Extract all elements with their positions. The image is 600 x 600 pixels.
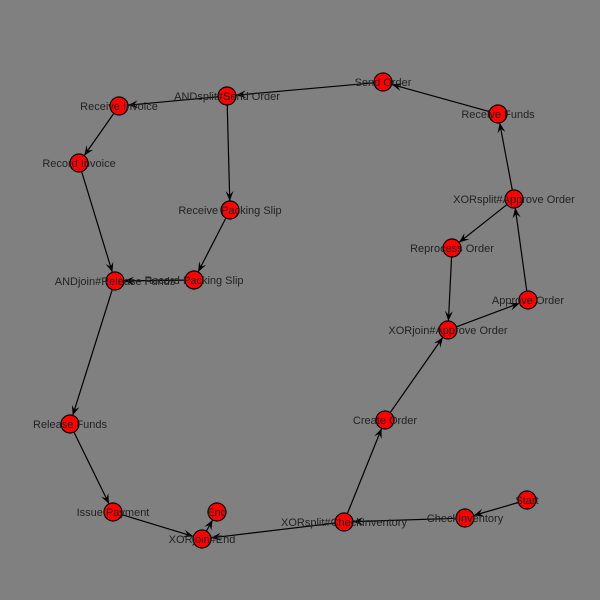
edge-start-to-check_inventory: [473, 501, 519, 517]
arrowhead-start-to-check_inventory: [473, 508, 485, 517]
edge-record_invoice-to-andjoin_release: [81, 171, 113, 273]
node-create-order[interactable]: [375, 410, 395, 430]
edge-issue_payment-to-xorjoin_end: [121, 514, 194, 537]
nodes-layer: [60, 72, 538, 549]
node-andjoin-release[interactable]: [105, 271, 125, 291]
node-record-invoice[interactable]: [69, 153, 89, 173]
node-label-approve-order: Approve Order: [492, 295, 564, 307]
edge-xorsplit_check-to-xorjoin_end: [210, 522, 336, 539]
node-andsplit-send[interactable]: [217, 86, 237, 106]
arrowhead-receive_packing-to-record_packing: [198, 261, 207, 272]
arrowhead-check_inventory-to-xorsplit_check: [353, 517, 364, 526]
node-start[interactable]: [517, 490, 537, 510]
node-label-start: Start: [515, 495, 538, 507]
arrowhead-andjoin_release-to-release_funds: [71, 404, 80, 416]
edge-xorjoin_approve-to-approve_order: [456, 302, 520, 328]
node-label-release-funds: Release Funds: [33, 419, 107, 431]
node-label-record-packing: Record Packing Slip: [144, 275, 243, 287]
node-xorsplit-approve[interactable]: [504, 189, 524, 209]
arrowhead-xorjoin_end-to-end: [204, 519, 213, 531]
node-label-receive-packing: Receive Packing Slip: [178, 205, 281, 217]
edge-release_funds-to-issue_payment: [73, 431, 110, 505]
edge-xorsplit_check-to-create_order: [346, 428, 383, 514]
node-receive-funds[interactable]: [488, 104, 508, 124]
node-send-order[interactable]: [373, 72, 393, 92]
arrowhead-receive_funds-to-send_order: [391, 83, 403, 91]
arrowhead-xorsplit_approve-to-reprocess_order: [459, 233, 470, 243]
edge-receive_funds-to-send_order: [391, 83, 490, 113]
arrowhead-approve_order-to-xorsplit_approve: [512, 207, 521, 219]
edge-reprocess_order-to-xorjoin_approve: [447, 256, 453, 322]
node-label-receive-invoice: Receive Invoice: [80, 101, 158, 113]
edge-andsplit_send-to-receive_packing: [226, 104, 231, 202]
node-label-check-inventory: CheckInventory: [427, 513, 504, 525]
arrowhead-record_packing-to-andjoin_release: [124, 276, 134, 285]
node-label-send-order: Send Order: [355, 77, 412, 89]
node-release-funds[interactable]: [60, 414, 80, 434]
arrowhead-andsplit_send-to-receive_invoice: [128, 100, 139, 109]
arrowhead-xorjoin_approve-to-approve_order: [508, 302, 520, 311]
arrowhead-xorsplit_check-to-create_order: [374, 428, 382, 440]
node-label-create-order: Create Order: [353, 415, 418, 427]
arrowhead-issue_payment-to-xorjoin_end: [182, 529, 194, 538]
node-label-andjoin-release: ANDjoin#Release Funds: [55, 276, 176, 288]
arrowhead-release_funds-to-issue_payment: [101, 493, 109, 504]
node-label-end: End: [207, 507, 227, 519]
edges-layer: [71, 82, 528, 541]
node-approve-order[interactable]: [518, 290, 538, 310]
node-xorjoin-end[interactable]: [192, 529, 212, 549]
edge-xorsplit_approve-to-receive_funds: [499, 122, 513, 191]
node-record-packing[interactable]: [184, 270, 204, 290]
node-check-inventory[interactable]: [455, 508, 475, 528]
edge-xorsplit_approve-to-reprocess_order: [458, 204, 508, 243]
edge-andjoin_release-to-release_funds: [72, 289, 113, 416]
node-issue-payment[interactable]: [103, 502, 123, 522]
edge-send_order-to-andsplit_send: [235, 82, 375, 96]
node-label-reprocess-order: Reprocess Order: [410, 243, 494, 255]
node-reprocess-order[interactable]: [442, 238, 462, 258]
arrowhead-record_invoice-to-andjoin_release: [105, 261, 114, 273]
arrowhead-andsplit_send-to-receive_packing: [225, 190, 234, 201]
node-label-receive-funds: Receive Funds: [461, 109, 535, 121]
node-end[interactable]: [207, 502, 227, 522]
node-xorsplit-check[interactable]: [334, 512, 354, 532]
edge-create_order-to-xorjoin_approve: [389, 337, 444, 413]
edge-andsplit_send-to-receive_invoice: [127, 96, 219, 106]
arrowhead-xorsplit_approve-to-receive_funds: [497, 122, 506, 134]
node-label-issue-payment: Issue Payment: [77, 507, 150, 519]
node-label-xorjoin-approve: XORjoin#Approve Order: [388, 325, 508, 337]
arrowhead-create_order-to-xorjoin_approve: [433, 337, 443, 348]
arrowhead-reprocess_order-to-xorjoin_approve: [444, 310, 453, 321]
edge-receive_invoice-to-record_invoice: [83, 113, 115, 156]
arrowhead-receive_invoice-to-record_invoice: [84, 145, 94, 156]
edge-approve_order-to-xorsplit_approve: [514, 207, 528, 292]
node-receive-invoice[interactable]: [109, 96, 129, 116]
node-xorjoin-approve[interactable]: [438, 320, 458, 340]
edge-record_packing-to-andjoin_release: [123, 279, 186, 282]
arrowhead-xorsplit_check-to-xorjoin_end: [210, 532, 222, 541]
node-label-xorsplit-check: XORsplit#CheckInventory: [281, 517, 407, 529]
node-label-xorjoin-end: XORjoin#End: [169, 534, 236, 546]
node-receive-packing[interactable]: [220, 200, 240, 220]
edge-receive_packing-to-record_packing: [197, 217, 227, 273]
edge-check_inventory-to-xorsplit_check: [352, 517, 457, 523]
node-label-record-invoice: Record Invoice: [42, 158, 115, 170]
arrowhead-send_order-to-andsplit_send: [236, 90, 247, 99]
node-label-andsplit-send: ANDsplit#Send Order: [174, 91, 280, 103]
node-label-xorsplit-approve: XORsplit#Approve Order: [453, 194, 575, 206]
